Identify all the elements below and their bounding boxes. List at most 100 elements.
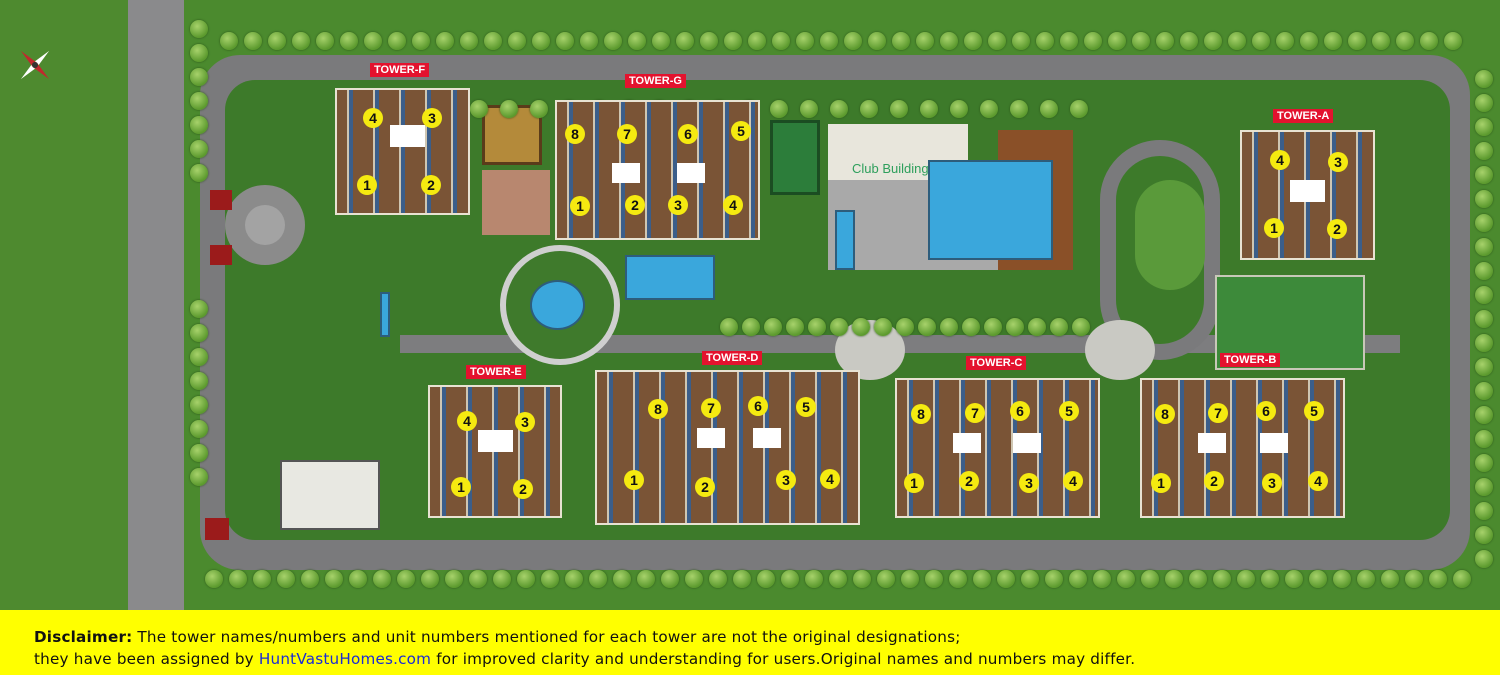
unit-marker[interactable]: 3 bbox=[776, 470, 796, 490]
unit-marker[interactable]: 3 bbox=[515, 412, 535, 432]
tree-icon bbox=[190, 324, 208, 342]
tree-icon bbox=[292, 32, 310, 50]
unit-marker[interactable]: 4 bbox=[820, 469, 840, 489]
unit-marker[interactable]: 2 bbox=[695, 477, 715, 497]
unit-marker[interactable]: 8 bbox=[911, 404, 931, 424]
unit-marker[interactable]: 2 bbox=[421, 175, 441, 195]
tree-icon bbox=[1028, 318, 1046, 336]
unit-marker[interactable]: 8 bbox=[565, 124, 585, 144]
tree-icon bbox=[253, 570, 271, 588]
tree-icon bbox=[896, 318, 914, 336]
disclaimer-line2-post: for improved clarity and understanding f… bbox=[431, 650, 1136, 668]
unit-marker[interactable]: 1 bbox=[357, 175, 377, 195]
unit-marker[interactable]: 6 bbox=[1256, 401, 1276, 421]
disclaimer-heading: Disclaimer: bbox=[34, 628, 133, 646]
tree-icon bbox=[364, 32, 382, 50]
unit-marker[interactable]: 5 bbox=[731, 121, 751, 141]
tree-icon bbox=[190, 20, 208, 38]
unit-marker[interactable]: 6 bbox=[678, 124, 698, 144]
unit-marker[interactable]: 2 bbox=[959, 471, 979, 491]
unit-marker[interactable]: 3 bbox=[668, 195, 688, 215]
unit-marker[interactable]: 1 bbox=[1264, 218, 1284, 238]
unit-marker[interactable]: 7 bbox=[617, 124, 637, 144]
tree-icon bbox=[1117, 570, 1135, 588]
tree-icon bbox=[973, 570, 991, 588]
tower-core bbox=[612, 163, 640, 183]
unit-marker[interactable]: 8 bbox=[1155, 404, 1175, 424]
tree-icon bbox=[844, 32, 862, 50]
tree-icon bbox=[541, 570, 559, 588]
tree-icon bbox=[1300, 32, 1318, 50]
unit-marker[interactable]: 4 bbox=[363, 108, 383, 128]
tree-icon bbox=[190, 348, 208, 366]
unit-marker[interactable]: 2 bbox=[1327, 219, 1347, 239]
unit-marker[interactable]: 7 bbox=[1208, 403, 1228, 423]
tree-icon bbox=[764, 318, 782, 336]
disclaimer-line2-pre: they have been assigned by bbox=[34, 650, 259, 668]
unit-marker[interactable]: 7 bbox=[701, 398, 721, 418]
unit-marker[interactable]: 3 bbox=[1019, 473, 1039, 493]
tree-icon bbox=[1429, 570, 1447, 588]
tree-icon bbox=[1475, 478, 1493, 496]
tree-icon bbox=[940, 32, 958, 50]
oval-garden bbox=[1135, 180, 1205, 290]
unit-marker[interactable]: 1 bbox=[451, 477, 471, 497]
tree-icon bbox=[901, 570, 919, 588]
tree-icon bbox=[920, 100, 938, 118]
unit-marker[interactable]: 4 bbox=[457, 411, 477, 431]
website-link[interactable]: HuntVastuHomes.com bbox=[258, 650, 432, 668]
tree-icon bbox=[229, 570, 247, 588]
tree-icon bbox=[1108, 32, 1126, 50]
unit-marker[interactable]: 4 bbox=[1063, 471, 1083, 491]
tree-icon bbox=[1276, 32, 1294, 50]
unit-marker[interactable]: 5 bbox=[1304, 401, 1324, 421]
club-building-label: Club Building bbox=[852, 161, 929, 176]
unit-marker[interactable]: 3 bbox=[1262, 473, 1282, 493]
tree-icon bbox=[918, 318, 936, 336]
tower-label: TOWER-D bbox=[702, 351, 763, 365]
unit-marker[interactable]: 5 bbox=[1059, 401, 1079, 421]
tower-label: TOWER-E bbox=[466, 365, 526, 379]
tree-icon bbox=[1372, 32, 1390, 50]
tree-icon bbox=[373, 570, 391, 588]
water-feature bbox=[625, 255, 715, 300]
gate-house bbox=[210, 190, 232, 210]
tree-icon bbox=[720, 318, 738, 336]
tree-icon bbox=[277, 570, 295, 588]
tree-icon bbox=[1444, 32, 1462, 50]
unit-marker[interactable]: 2 bbox=[513, 479, 533, 499]
unit-marker[interactable]: 6 bbox=[748, 396, 768, 416]
tree-icon bbox=[637, 570, 655, 588]
tree-icon bbox=[301, 570, 319, 588]
unit-marker[interactable]: 2 bbox=[1204, 471, 1224, 491]
unit-marker[interactable]: 4 bbox=[1270, 150, 1290, 170]
unit-marker[interactable]: 3 bbox=[1328, 152, 1348, 172]
tree-icon bbox=[676, 32, 694, 50]
unit-marker[interactable]: 6 bbox=[1010, 401, 1030, 421]
tree-icon bbox=[190, 300, 208, 318]
unit-marker[interactable]: 1 bbox=[624, 470, 644, 490]
tree-icon bbox=[1475, 550, 1493, 568]
main-road bbox=[128, 0, 184, 610]
tree-icon bbox=[1045, 570, 1063, 588]
tree-icon bbox=[1475, 502, 1493, 520]
unit-marker[interactable]: 2 bbox=[625, 195, 645, 215]
tree-icon bbox=[530, 100, 548, 118]
tree-icon bbox=[685, 570, 703, 588]
unit-marker[interactable]: 8 bbox=[648, 399, 668, 419]
unit-marker[interactable]: 1 bbox=[904, 473, 924, 493]
tree-icon bbox=[988, 32, 1006, 50]
unit-marker[interactable]: 5 bbox=[796, 397, 816, 417]
unit-marker[interactable]: 1 bbox=[570, 196, 590, 216]
unit-marker[interactable]: 4 bbox=[1308, 471, 1328, 491]
tree-icon bbox=[1475, 142, 1493, 160]
tree-icon bbox=[805, 570, 823, 588]
unit-marker[interactable]: 1 bbox=[1151, 473, 1171, 493]
tree-icon bbox=[980, 100, 998, 118]
unit-marker[interactable]: 7 bbox=[965, 403, 985, 423]
tree-icon bbox=[244, 32, 262, 50]
unit-marker[interactable]: 3 bbox=[422, 108, 442, 128]
unit-marker[interactable]: 4 bbox=[723, 195, 743, 215]
tree-icon bbox=[1475, 238, 1493, 256]
tree-icon bbox=[1453, 570, 1471, 588]
